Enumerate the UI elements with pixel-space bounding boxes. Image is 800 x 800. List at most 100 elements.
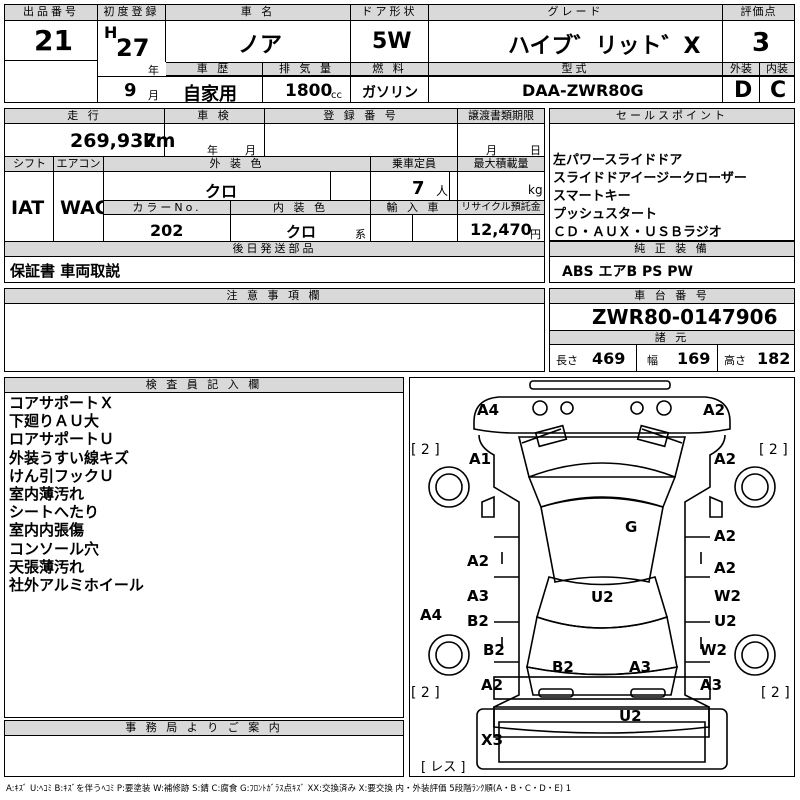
aircon-value: WAC <box>60 197 109 219</box>
inspector-note: 外装うすい線キズ <box>9 448 130 467</box>
transfer-label: 譲渡書類期限 <box>458 109 544 124</box>
damage-mark: A4 <box>420 606 442 624</box>
damage-mark: A2 <box>481 676 503 694</box>
specs-label: 諸 元 <box>550 331 794 345</box>
damage-mark: A3 <box>629 658 651 676</box>
history-value: 自家用 <box>183 84 237 105</box>
inspector-note: 室内内張傷 <box>9 521 85 540</box>
doors-label: ドア形状 <box>351 5 428 21</box>
first-reg-label: 初度登録 <box>98 5 165 21</box>
ext-color-value: クロ <box>205 182 238 201</box>
tyre-tread: [ 2 ] <box>411 685 440 701</box>
caution-box <box>4 288 545 372</box>
spare-tyre: [ レス ] <box>421 760 465 775</box>
inspector-label: 検 査 員 記 入 欄 <box>5 378 403 393</box>
int-grade-label: 内装 <box>760 63 794 76</box>
equipment-box <box>549 241 795 283</box>
inspector-box <box>4 377 404 718</box>
mileage-label: 走 行 <box>5 109 164 124</box>
damage-mark: A2 <box>714 450 736 468</box>
equipment-value: ABS エアB PS PW <box>562 264 693 280</box>
tyre-tread: [ 2 ] <box>411 442 440 458</box>
int-grade-value: C <box>770 78 787 103</box>
vehicle-detail-grid <box>4 108 545 283</box>
lot-number: 21 <box>34 24 73 57</box>
capacity-value: 7 <box>412 178 425 199</box>
damage-diagram-box <box>409 377 795 777</box>
int-color-label: 内 装 色 <box>231 201 370 215</box>
import-label: 輸 入 車 <box>371 201 457 215</box>
era: H <box>104 23 118 42</box>
ext-grade-label: 外装 <box>723 63 759 76</box>
color-no-label: カラーNo. <box>104 201 230 215</box>
chassis-label: 車 台 番 号 <box>550 289 794 304</box>
later-parts-label: 後日発送部品 <box>5 242 544 257</box>
score-label: 評価点 <box>723 5 794 21</box>
inspector-note: 下廻りＡＵ大 <box>9 412 100 431</box>
chassis-number: ZWR80-0147906 <box>592 305 778 329</box>
max-load-label: 最大積載量 <box>458 157 544 172</box>
inspector-note: けん引フックＵ <box>9 466 115 485</box>
grade-label: グレード <box>429 5 722 21</box>
tyre-tread: [ 2 ] <box>761 685 790 701</box>
damage-mark: B2 <box>467 612 489 630</box>
damage-mark: B2 <box>483 641 505 659</box>
damage-mark: A3 <box>700 676 722 694</box>
sales-point-item: ＣＤ・ＡＵＸ・ＵＳＢラジオ <box>553 225 722 240</box>
shift-value: IAT <box>11 197 45 219</box>
history-label: 車 歴 <box>166 63 262 76</box>
reg-year: 27 <box>116 34 150 62</box>
displacement-value: 1800 <box>285 81 333 101</box>
sales-points-label: セールスポイント <box>550 109 794 124</box>
damage-mark: W2 <box>714 587 741 605</box>
damage-mark: A2 <box>703 401 725 419</box>
damage-mark: A4 <box>477 401 499 419</box>
aircon-label: エアコン <box>54 157 103 172</box>
reg-month: 9 <box>124 80 137 101</box>
int-color-value: クロ <box>286 223 317 241</box>
sales-point-item: スマートキー <box>553 189 631 204</box>
width-value: 169 <box>677 349 711 368</box>
tyre-tread: [ 2 ] <box>759 442 788 458</box>
sales-point-item: スライドドアイージークローザー <box>553 171 747 186</box>
inspector-note: コンソール穴 <box>9 539 100 558</box>
ext-grade-value: D <box>734 78 753 103</box>
inspection-label: 車 検 <box>165 109 264 124</box>
damage-mark: A2 <box>714 527 736 545</box>
damage-mark: W2 <box>700 641 727 659</box>
inspector-note: シートへたり <box>9 503 100 522</box>
damage-mark: A3 <box>467 587 489 605</box>
height-value: 182 <box>757 349 791 368</box>
damage-mark: U2 <box>619 707 642 725</box>
model-value: DAA-ZWR80G <box>522 81 644 100</box>
damage-mark: A2 <box>467 552 489 570</box>
inspector-note: ロアサポートＵ <box>9 430 115 449</box>
inspector-notes: コアサポートＸ 下廻りＡＵ大 ロアサポートＵ 外装うすい線キズ けん引フックＵ … <box>9 394 144 594</box>
caution-label: 注 意 事 項 欄 <box>5 289 544 304</box>
inspector-note: 室内薄汚れ <box>9 485 85 504</box>
reg-number-label: 登 録 番 号 <box>265 109 457 124</box>
inspector-note: 天張薄汚れ <box>9 557 85 576</box>
ext-color-label: 外 装 色 <box>104 157 370 172</box>
damage-mark: B2 <box>552 658 574 676</box>
office-label: 事 務 局 よ り ご 案 内 <box>5 721 403 736</box>
damage-mark: A2 <box>714 559 736 577</box>
sales-points-box <box>549 108 795 241</box>
model-label: 型式 <box>429 63 722 76</box>
sales-point-item: 左パワースライドドア <box>553 153 683 168</box>
fuel-label: 燃 料 <box>351 63 428 76</box>
doors-value: 5W <box>372 29 412 54</box>
mileage-value: 269,937 <box>70 130 157 152</box>
length-value: 469 <box>592 349 626 368</box>
lot-label: 出品番号 <box>5 5 97 21</box>
damage-mark: U2 <box>591 588 614 606</box>
sales-point-item: プッシュスタート <box>553 207 658 222</box>
shift-label: シフト <box>5 157 53 172</box>
later-parts-value: 保証書 車両取説 <box>10 262 121 280</box>
damage-mark: A1 <box>469 450 491 468</box>
grade-value: ハイブ゛リット゛X <box>508 34 701 59</box>
equipment-label: 純 正 装 備 <box>550 242 794 257</box>
recycle-label: リサイクル預託金 <box>458 201 544 215</box>
damage-mark: X3 <box>481 731 503 749</box>
inspector-note: コアサポートＸ <box>9 394 115 412</box>
